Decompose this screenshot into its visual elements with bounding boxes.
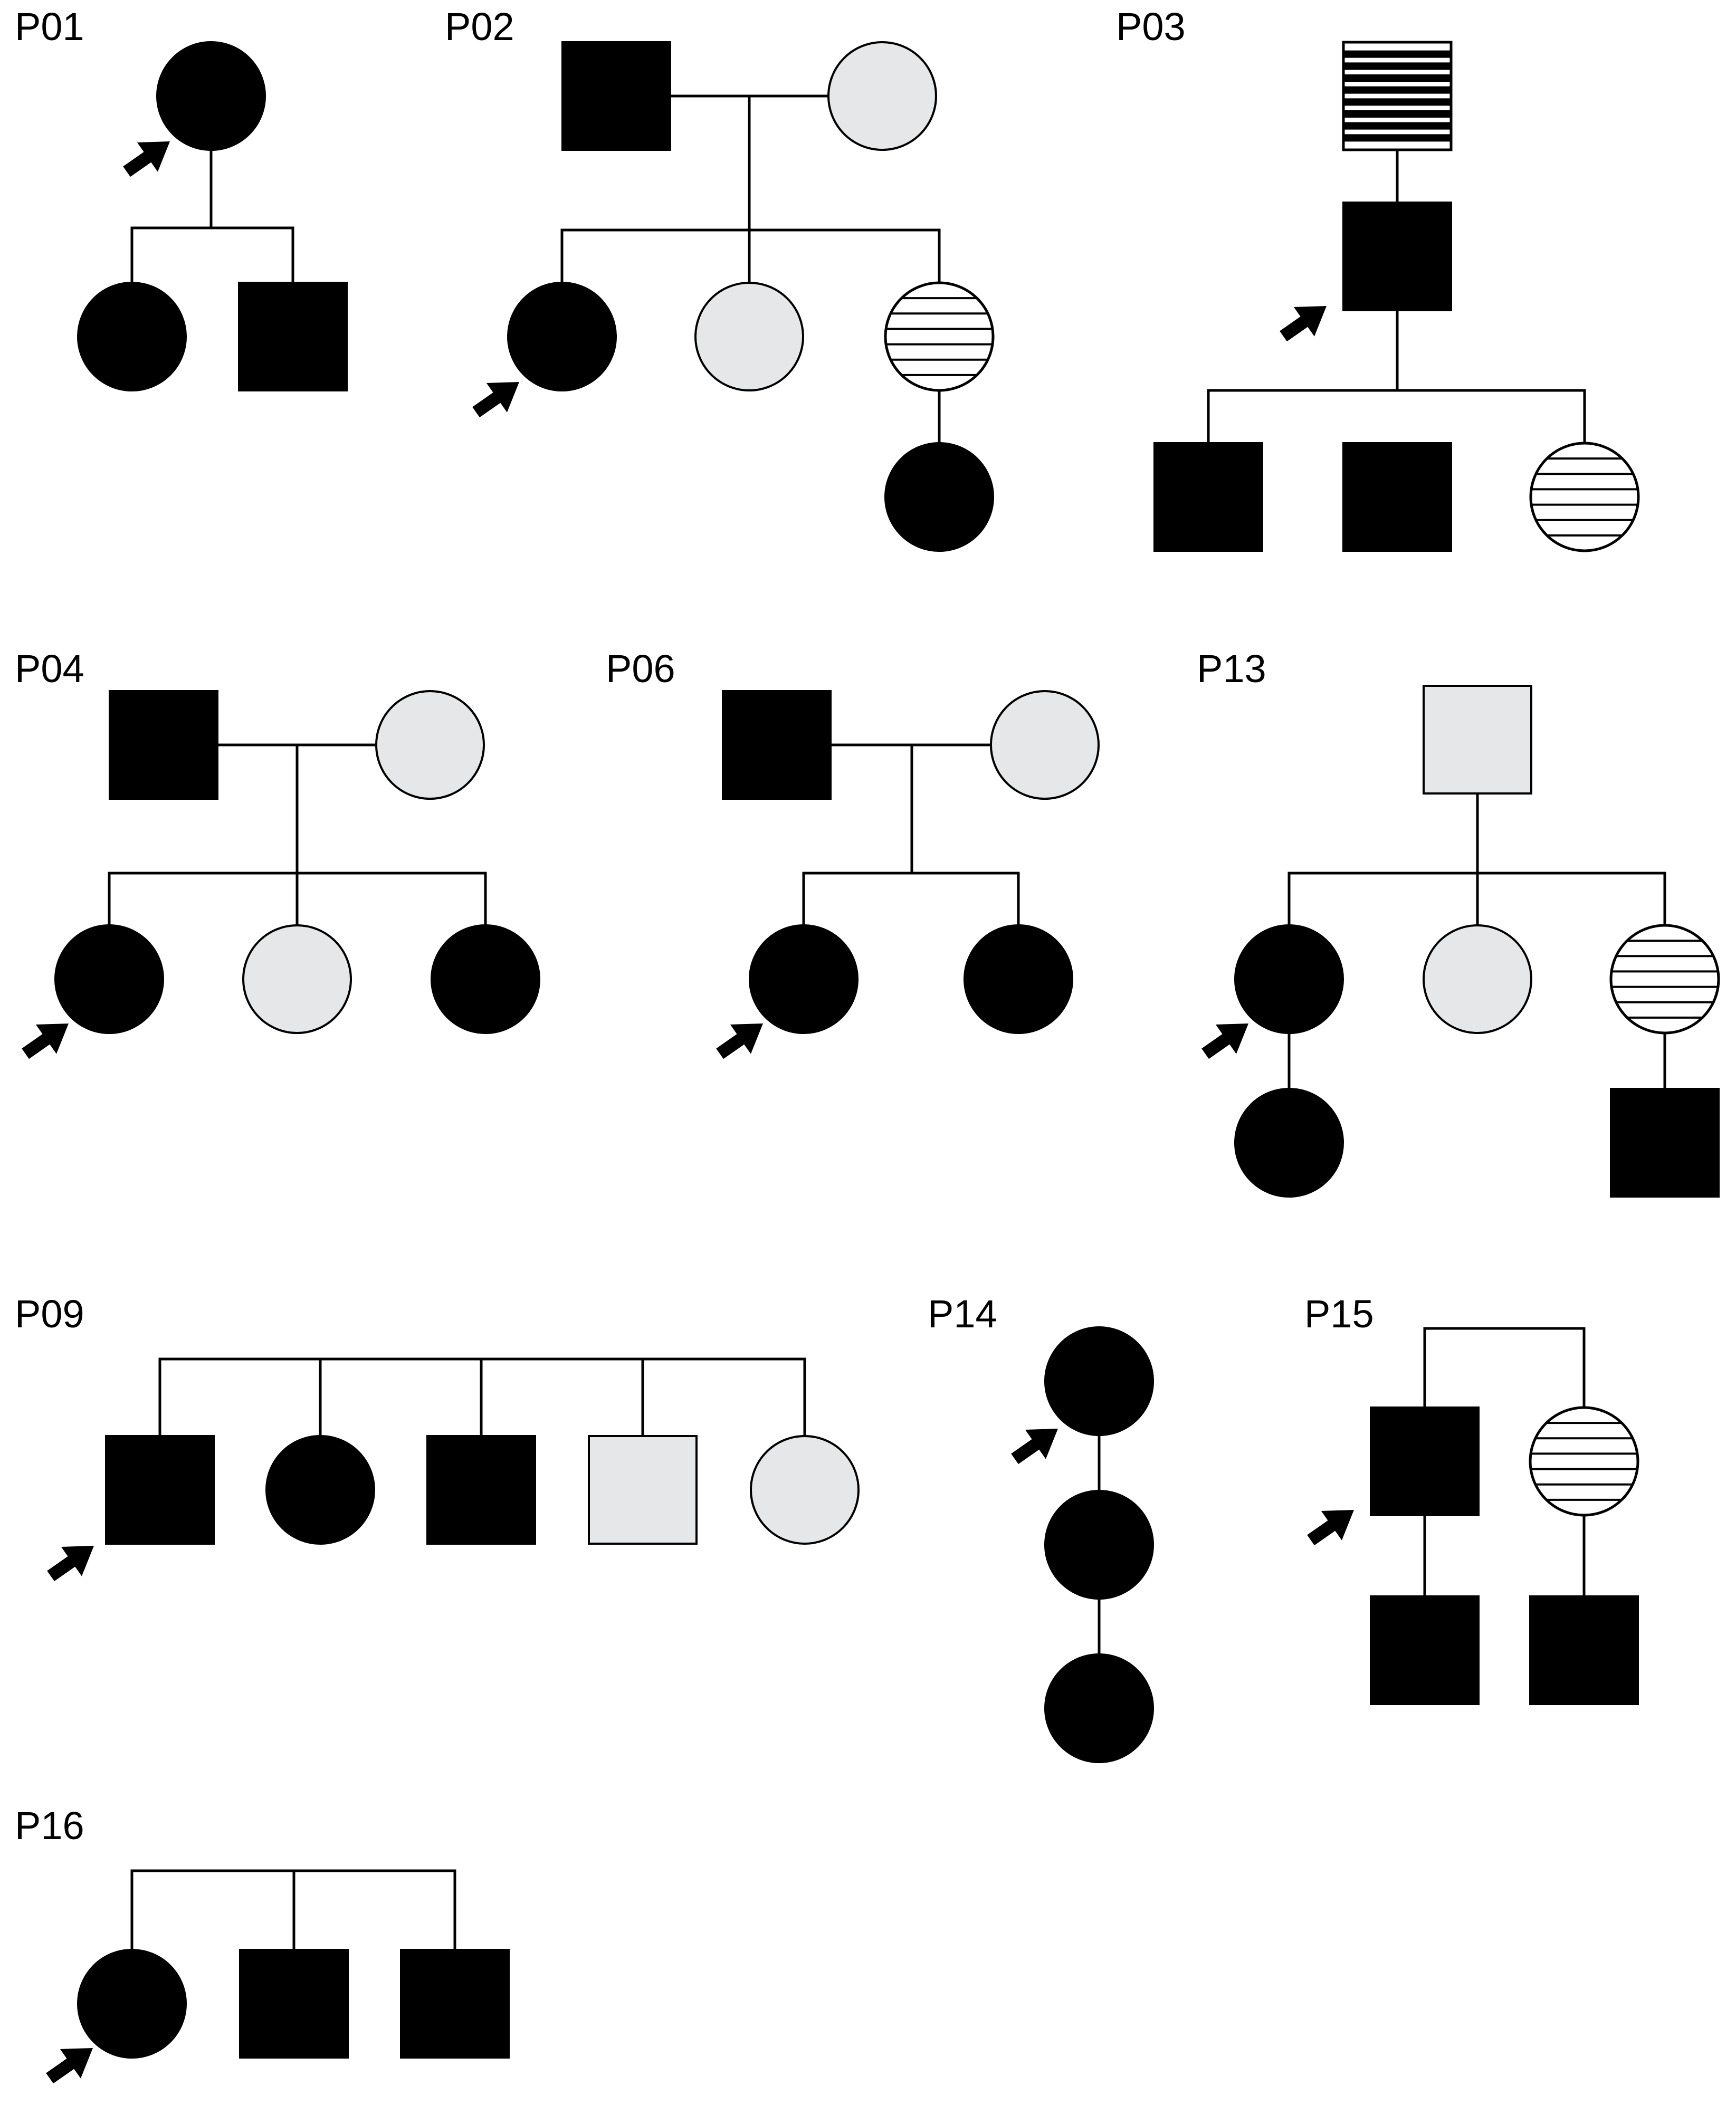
stripe-pattern [1343, 50, 1451, 142]
male-square-affected [1370, 1406, 1480, 1516]
female-circle-affected [1044, 1653, 1154, 1763]
female-circle-unaffected [990, 690, 1100, 800]
male-square-affected [1342, 442, 1452, 552]
pedigree-label-p09: P09 [15, 1292, 84, 1336]
female-circle-affected [884, 442, 994, 552]
pedigree-label-p01: P01 [15, 5, 84, 49]
male-square-affected [426, 1435, 536, 1545]
pedigree-individuals [54, 41, 1720, 2059]
female-circle-unaffected [827, 41, 937, 151]
female-circle-striped [885, 283, 993, 390]
male-square-affected [722, 690, 832, 800]
female-circle-affected [156, 41, 266, 151]
pedigree-label-p06: P06 [606, 647, 675, 691]
female-circle-affected [77, 282, 187, 391]
proband-arrow-icon [1201, 1023, 1248, 1059]
proband-arrow-icon [22, 1023, 69, 1059]
female-circle-unaffected [1423, 924, 1532, 1034]
male-square-affected [561, 41, 671, 151]
proband-arrow-icon [123, 141, 170, 177]
male-square-affected [400, 1949, 510, 2059]
female-circle-affected [507, 282, 617, 391]
female-circle-striped [1530, 1408, 1638, 1515]
proband-arrow-icon [472, 382, 519, 418]
female-circle-affected [749, 924, 859, 1034]
male-square-striped [1342, 41, 1453, 151]
proband-arrows [22, 141, 1354, 2084]
proband-arrow-icon [1011, 1429, 1058, 1465]
male-square-affected [1529, 1595, 1639, 1705]
pedigree-lines [108, 94, 1666, 1951]
proband-arrow-icon [1280, 306, 1327, 342]
female-circle-unaffected [750, 1435, 860, 1545]
pedigree-label-p14: P14 [928, 1292, 997, 1336]
pedigree-label-p02: P02 [445, 5, 514, 49]
male-square-affected [105, 1435, 215, 1545]
male-square-affected [238, 282, 348, 391]
female-circle-striped [1611, 925, 1719, 1033]
pedigree-label-p04: P04 [15, 647, 84, 691]
proband-arrow-icon [46, 2048, 93, 2084]
male-square-affected [109, 690, 218, 800]
female-circle-affected [1044, 1490, 1154, 1600]
proband-arrow-icon [716, 1023, 763, 1059]
proband-arrow-icon [1307, 1510, 1354, 1546]
male-square-affected [1153, 442, 1263, 552]
male-square-affected [239, 1949, 349, 2059]
male-square-affected [1342, 202, 1452, 311]
female-circle-unaffected [375, 690, 485, 800]
female-circle-unaffected [242, 924, 352, 1034]
stripe-pattern [1611, 940, 1719, 1019]
male-square-affected [1610, 1088, 1720, 1198]
male-square-unaffected [1423, 685, 1532, 795]
female-circle-striped [1531, 443, 1638, 551]
female-circle-affected [77, 1949, 187, 2059]
female-circle-affected [54, 924, 164, 1034]
female-circle-affected [265, 1435, 375, 1545]
female-circle-affected [964, 924, 1073, 1034]
male-square-unaffected [588, 1435, 698, 1545]
proband-arrow-icon [47, 1546, 94, 1582]
pedigree-label-p15: P15 [1304, 1292, 1374, 1336]
female-circle-affected [431, 924, 540, 1034]
pedigree-label-p13: P13 [1197, 647, 1266, 691]
pedigree-label-p16: P16 [15, 1804, 84, 1848]
pedigree-label-p03: P03 [1116, 5, 1186, 49]
female-circle-unaffected [694, 282, 804, 391]
male-square-affected [1370, 1595, 1480, 1705]
female-circle-affected [1234, 1088, 1344, 1198]
female-circle-affected [1044, 1326, 1154, 1436]
female-circle-affected [1234, 924, 1344, 1034]
